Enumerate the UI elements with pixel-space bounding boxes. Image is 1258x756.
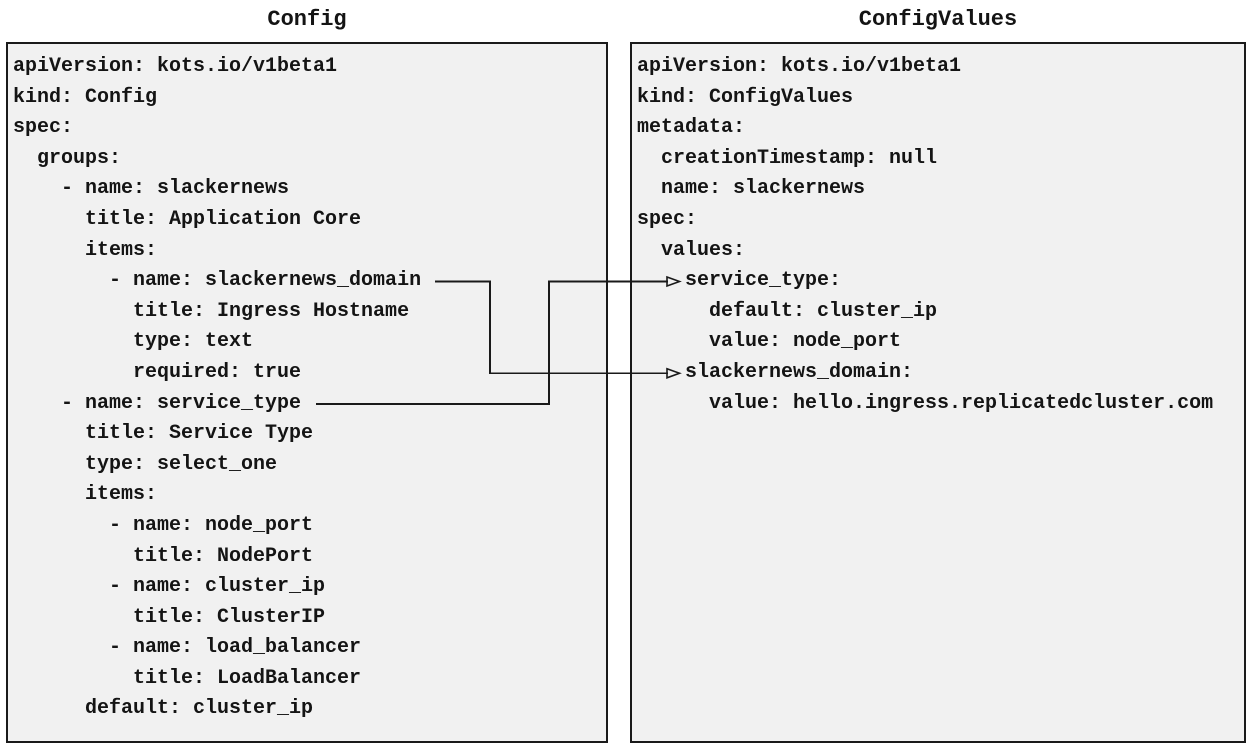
configvalues-panel-title: ConfigValues — [858, 7, 1018, 32]
configvalues-yaml-panel: apiVersion: kots.io/v1beta1 kind: Config… — [630, 42, 1246, 743]
config-panel-title: Config — [267, 7, 347, 32]
config-yaml-panel: apiVersion: kots.io/v1beta1 kind: Config… — [6, 42, 608, 743]
